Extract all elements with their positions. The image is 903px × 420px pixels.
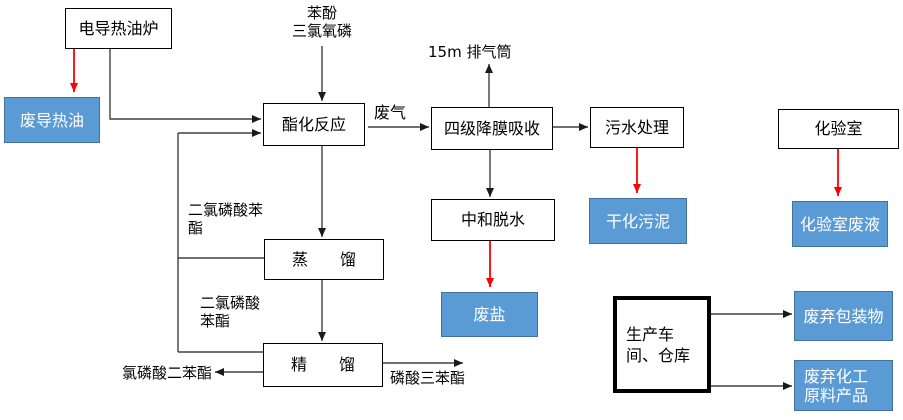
box-esterification: 酯化反应 (263, 103, 365, 146)
box-waste-salt: 废盐 (441, 292, 538, 337)
label-exhaust-stack: 15m 排气筒 (428, 43, 512, 61)
label-intermediate-1: 二氯磷酸苯酯 (188, 201, 264, 237)
box-absorption: 四级降膜吸收 (431, 107, 553, 150)
box-waste-chem-materials: 废弃化工原料产品 (794, 360, 893, 411)
box-waste-heat-oil: 废导热油 (4, 97, 100, 143)
label-waste-gas: 废气 (374, 103, 407, 122)
box-waste-packaging: 废弃包装物 (794, 291, 893, 341)
box-distillation: 蒸馏 (264, 239, 384, 280)
box-distillation-label: 蒸馏 (291, 249, 388, 269)
box-neutralize-dehydrate: 中和脱水 (431, 199, 555, 241)
label-feed-materials: 苯酚 三氯氧磷 (291, 4, 352, 40)
box-dried-sludge: 干化污泥 (589, 198, 687, 244)
label-product-triphenyl: 磷酸三苯酯 (390, 369, 466, 387)
arrow-furnace-to-esterification (109, 48, 261, 123)
box-oil-furnace: 电导热油炉 (65, 8, 172, 49)
box-workshop-warehouse: 生产车间、仓库 (613, 296, 711, 393)
box-lab-waste-liquid: 化验室废液 (792, 201, 888, 247)
label-product-chlorophosphate: 氯磷酸二苯酯 (122, 364, 213, 382)
box-laboratory: 化验室 (778, 109, 899, 149)
box-rectification-label: 精馏 (290, 355, 387, 374)
box-sewage-treatment: 污水处理 (590, 107, 684, 148)
box-rectification: 精馏 (263, 343, 383, 387)
label-intermediate-2: 二氯磷酸苯酯 (200, 294, 261, 330)
